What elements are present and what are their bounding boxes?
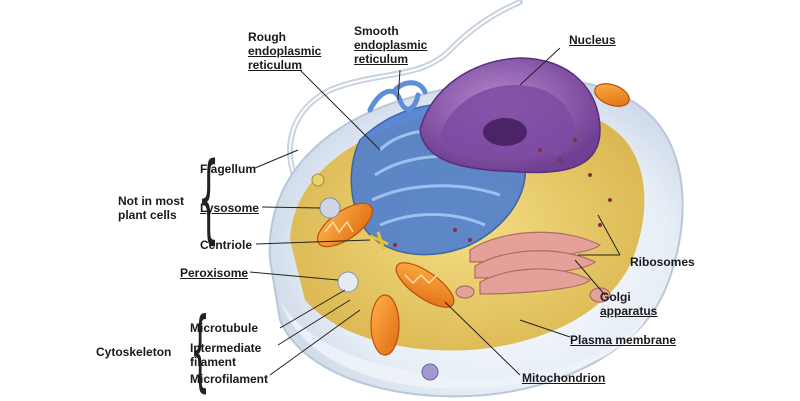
label-rough-er: Rough endoplasmic reticulum	[248, 30, 322, 72]
brace-not-in-plant: {	[197, 142, 220, 254]
label-nucleus: Nucleus	[569, 33, 616, 47]
label-mitochondrion: Mitochondrion	[522, 371, 606, 385]
label-ribosomes: Ribosomes	[630, 255, 695, 269]
lysosome-shape	[319, 197, 341, 219]
leader-lines	[249, 47, 621, 376]
ribosome-dots	[393, 138, 612, 247]
golgi-shape	[455, 231, 611, 303]
label-flagellum: Flagellum	[200, 162, 257, 176]
nucleus-shape	[419, 57, 601, 174]
peroxisome-shape	[337, 271, 359, 293]
label-not-in-most-plant-cells: Not in most plant cells	[118, 194, 184, 222]
label-microtubule: Microtubule	[190, 321, 258, 335]
label-golgi-apparatus: Golgi apparatus	[600, 290, 658, 318]
label-smooth-er: Smooth endoplasmic reticulum	[354, 24, 428, 66]
smooth-er-shape	[367, 80, 428, 113]
brace-cytoskeleton: {	[190, 298, 210, 401]
label-cytoskeleton: Cytoskeleton	[96, 345, 172, 359]
label-plasma-membrane: Plasma membrane	[570, 333, 677, 347]
label-microfilament: Microfilament	[190, 372, 269, 386]
flagellum-base	[311, 173, 325, 187]
label-peroxisome: Peroxisome	[180, 266, 249, 280]
centriole-shape	[369, 231, 389, 251]
label-intermediate-filament: Intermediate filament	[190, 341, 262, 369]
label-lysosome: Lysosome	[200, 201, 259, 215]
label-centriole: Centriole	[200, 238, 253, 252]
